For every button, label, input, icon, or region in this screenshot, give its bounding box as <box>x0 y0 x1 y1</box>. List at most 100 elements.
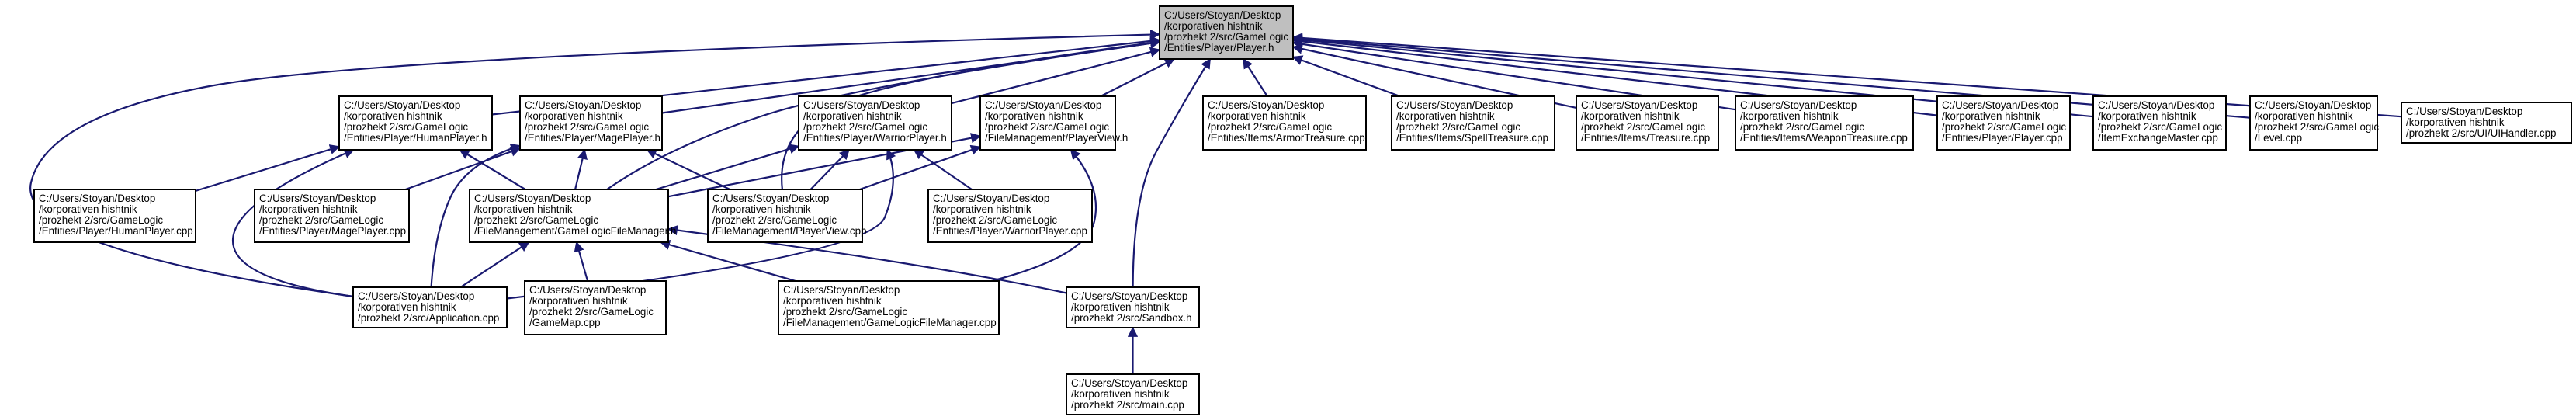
node-box <box>254 189 410 243</box>
node-label-line: /ItemExchangeMaster.cpp <box>2098 132 2218 144</box>
node-sandbox-h[interactable]: C:/Users/Stoyan/Desktop/korporativen his… <box>1066 286 1200 328</box>
node-label-line: /korporativen hishtnik <box>2255 110 2353 122</box>
node-label-line: /prozhekt 2/src/main.cpp <box>1071 399 1184 411</box>
edge-application-cpp-to-humanplayer-h <box>231 148 355 298</box>
node-label-line: C:/Users/Stoyan/Desktop <box>358 290 474 302</box>
node-label-line: /prozhekt 2/src/GameLogic <box>783 306 907 318</box>
node-mageplayer-cpp[interactable]: C:/Users/Stoyan/Desktop/korporativen his… <box>254 189 410 243</box>
node-label-line: /prozhekt 2/src/Application.cpp <box>358 312 499 324</box>
node-box <box>1066 286 1200 328</box>
node-label-line: /korporativen hishtnik <box>39 203 137 215</box>
node-label-line: /Entities/Items/WeaponTreasure.cpp <box>1740 132 1908 144</box>
node-label-line: C:/Users/Stoyan/Desktop <box>933 193 1049 204</box>
node-glfm-h[interactable]: C:/Users/Stoyan/Desktop/korporativen his… <box>469 189 677 243</box>
node-playerview-cpp[interactable]: C:/Users/Stoyan/Desktop/korporativen his… <box>707 189 867 243</box>
node-label-line: /korporativen hishtnik <box>358 301 456 313</box>
node-label-line: /Entities/Player/MagePlayer.h <box>525 132 660 144</box>
node-label-line: /prozhekt 2/src/GameLogic <box>474 214 598 226</box>
edge-warriorplayer-h-to-root <box>951 47 1161 105</box>
node-label-line: /prozhekt 2/src/GameLogic <box>803 121 927 133</box>
node-label-line: /korporativen hishtnik <box>1740 110 1839 122</box>
node-itemexchange-cpp[interactable]: C:/Users/Stoyan/Desktop/korporativen his… <box>2092 95 2227 151</box>
node-label-line: C:/Users/Stoyan/Desktop <box>474 193 591 204</box>
node-humanplayer-h[interactable]: C:/Users/Stoyan/Desktop/korporativen his… <box>338 95 493 151</box>
node-label-line: /GameMap.cpp <box>529 317 601 328</box>
edge-playerview-cpp-to-warriorplayer-h <box>810 149 850 190</box>
node-label-line: C:/Users/Stoyan/Desktop <box>2255 99 2371 111</box>
edge-spelltreasure-cpp-to-root <box>1291 55 1401 98</box>
node-label-line: /prozhekt 2/src/GameLogic <box>259 214 383 226</box>
node-spelltreasure-cpp[interactable]: C:/Users/Stoyan/Desktop/korporativen his… <box>1391 95 1555 151</box>
edge-application-cpp-to-glfm-h <box>459 241 530 288</box>
node-weapontreasure-cpp[interactable]: C:/Users/Stoyan/Desktop/korporativen his… <box>1735 95 1914 151</box>
node-box <box>469 189 669 243</box>
edge-mageplayer-cpp-to-mageplayer-h <box>405 146 522 191</box>
node-box <box>2092 95 2227 151</box>
node-box <box>1159 5 1294 60</box>
node-level-cpp[interactable]: C:/Users/Stoyan/Desktop/korporativen his… <box>2249 95 2379 151</box>
edge-glfm-h-to-humanplayer-h <box>459 149 526 190</box>
node-box <box>33 189 196 243</box>
node-application-cpp[interactable]: C:/Users/Stoyan/Desktop/korporativen his… <box>352 286 508 328</box>
edge-humanplayer-cpp-to-humanplayer-h <box>195 144 341 192</box>
node-label-line: /korporativen hishtnik <box>344 110 442 122</box>
node-glfm-cpp[interactable]: C:/Users/Stoyan/Desktop/korporativen his… <box>778 280 1000 335</box>
node-treasure-cpp[interactable]: C:/Users/Stoyan/Desktop/korporativen his… <box>1576 95 1719 151</box>
node-label-line: C:/Users/Stoyan/Desktop <box>1164 9 1281 21</box>
node-label-line: /korporativen hishtnik <box>1581 110 1680 122</box>
node-main-cpp[interactable]: C:/Users/Stoyan/Desktop/korporativen his… <box>1066 373 1200 415</box>
edge-glfm-cpp-to-glfm-h <box>659 239 796 283</box>
node-label-line: C:/Users/Stoyan/Desktop <box>259 193 376 204</box>
node-label-line: /FileManagement/GameLogicFileManager.h <box>474 225 677 237</box>
node-label-line: /prozhekt 2/src/GameLogic <box>2098 121 2222 133</box>
node-label-line: /korporativen hishtnik <box>474 203 573 215</box>
node-label-line: /prozhekt 2/src/GameLogic <box>1164 31 1288 43</box>
node-warriorplayer-h[interactable]: C:/Users/Stoyan/Desktop/korporativen his… <box>798 95 952 151</box>
node-label-line: /Entities/Player/Player.cpp <box>1942 132 2063 144</box>
node-box <box>778 280 1000 335</box>
node-label-line: /Entities/Items/ArmorTreasure.cpp <box>1208 132 1365 144</box>
node-box <box>798 95 952 151</box>
node-label-line: C:/Users/Stoyan/Desktop <box>525 99 641 111</box>
node-box <box>519 95 663 151</box>
node-label-line: /prozhekt 2/src/GameLogic <box>1942 121 2066 133</box>
node-label-line: /prozhekt 2/src/Sandbox.h <box>1071 312 1192 324</box>
node-warriorplayer-cpp[interactable]: C:/Users/Stoyan/Desktop/korporativen his… <box>927 189 1093 243</box>
node-label-line: /korporativen hishtnik <box>525 110 623 122</box>
node-box <box>927 189 1093 243</box>
edge-armortreasure-cpp-to-root <box>1242 57 1268 97</box>
node-label-line: /prozhekt 2/src/UI/UIHandler.cpp <box>2406 127 2557 139</box>
node-label-line: /Entities/Items/SpellTreasure.cpp <box>1396 132 1548 144</box>
node-label-line: C:/Users/Stoyan/Desktop <box>529 284 646 296</box>
node-box <box>1576 95 1719 151</box>
node-mageplayer-h[interactable]: C:/Users/Stoyan/Desktop/korporativen his… <box>519 95 663 151</box>
node-box <box>1936 95 2071 151</box>
node-label-line: /korporativen hishtnik <box>529 295 628 307</box>
edge-playerview-cpp-to-playerview-h <box>859 144 982 191</box>
node-box <box>524 280 667 335</box>
edge-glfm-h-to-warriorplayer-h <box>655 144 800 191</box>
node-player-cpp[interactable]: C:/Users/Stoyan/Desktop/korporativen his… <box>1936 95 2071 151</box>
node-uihandler-cpp[interactable]: C:/Users/Stoyan/Desktop/korporativen his… <box>2401 102 2572 144</box>
edge-application-cpp-to-mageplayer-h <box>430 144 522 288</box>
node-playerview-h[interactable]: C:/Users/Stoyan/Desktop/korporativen his… <box>979 95 1128 151</box>
node-armortreasure-cpp[interactable]: C:/Users/Stoyan/Desktop/korporativen his… <box>1202 95 1367 151</box>
edge-playerview-cpp-to-mageplayer-h <box>646 149 730 190</box>
node-label-line: C:/Users/Stoyan/Desktop <box>1396 99 1513 111</box>
node-label-line: /korporativen hishtnik <box>783 295 882 307</box>
node-label-line: /prozhekt 2/src/GameLogic <box>39 214 163 226</box>
node-humanplayer-cpp[interactable]: C:/Users/Stoyan/Desktop/korporativen his… <box>33 189 196 243</box>
node-label-line: /Entities/Player/WarriorPlayer.h <box>803 132 947 144</box>
node-label-line: C:/Users/Stoyan/Desktop <box>2098 99 2214 111</box>
node-label-line: C:/Users/Stoyan/Desktop <box>2406 106 2522 117</box>
node-box <box>352 286 508 328</box>
node-box <box>1735 95 1914 151</box>
node-gamemap-cpp[interactable]: C:/Users/Stoyan/Desktop/korporativen his… <box>524 280 667 335</box>
node-root[interactable]: C:/Users/Stoyan/Desktop/korporativen his… <box>1159 5 1294 60</box>
node-box <box>1202 95 1367 151</box>
node-label-line: /prozhekt 2/src/GameLogic <box>1396 121 1520 133</box>
node-label-line: C:/Users/Stoyan/Desktop <box>712 193 829 204</box>
node-label-line: /FileManagement/PlayerView.h <box>985 132 1128 144</box>
node-box <box>2249 95 2378 151</box>
